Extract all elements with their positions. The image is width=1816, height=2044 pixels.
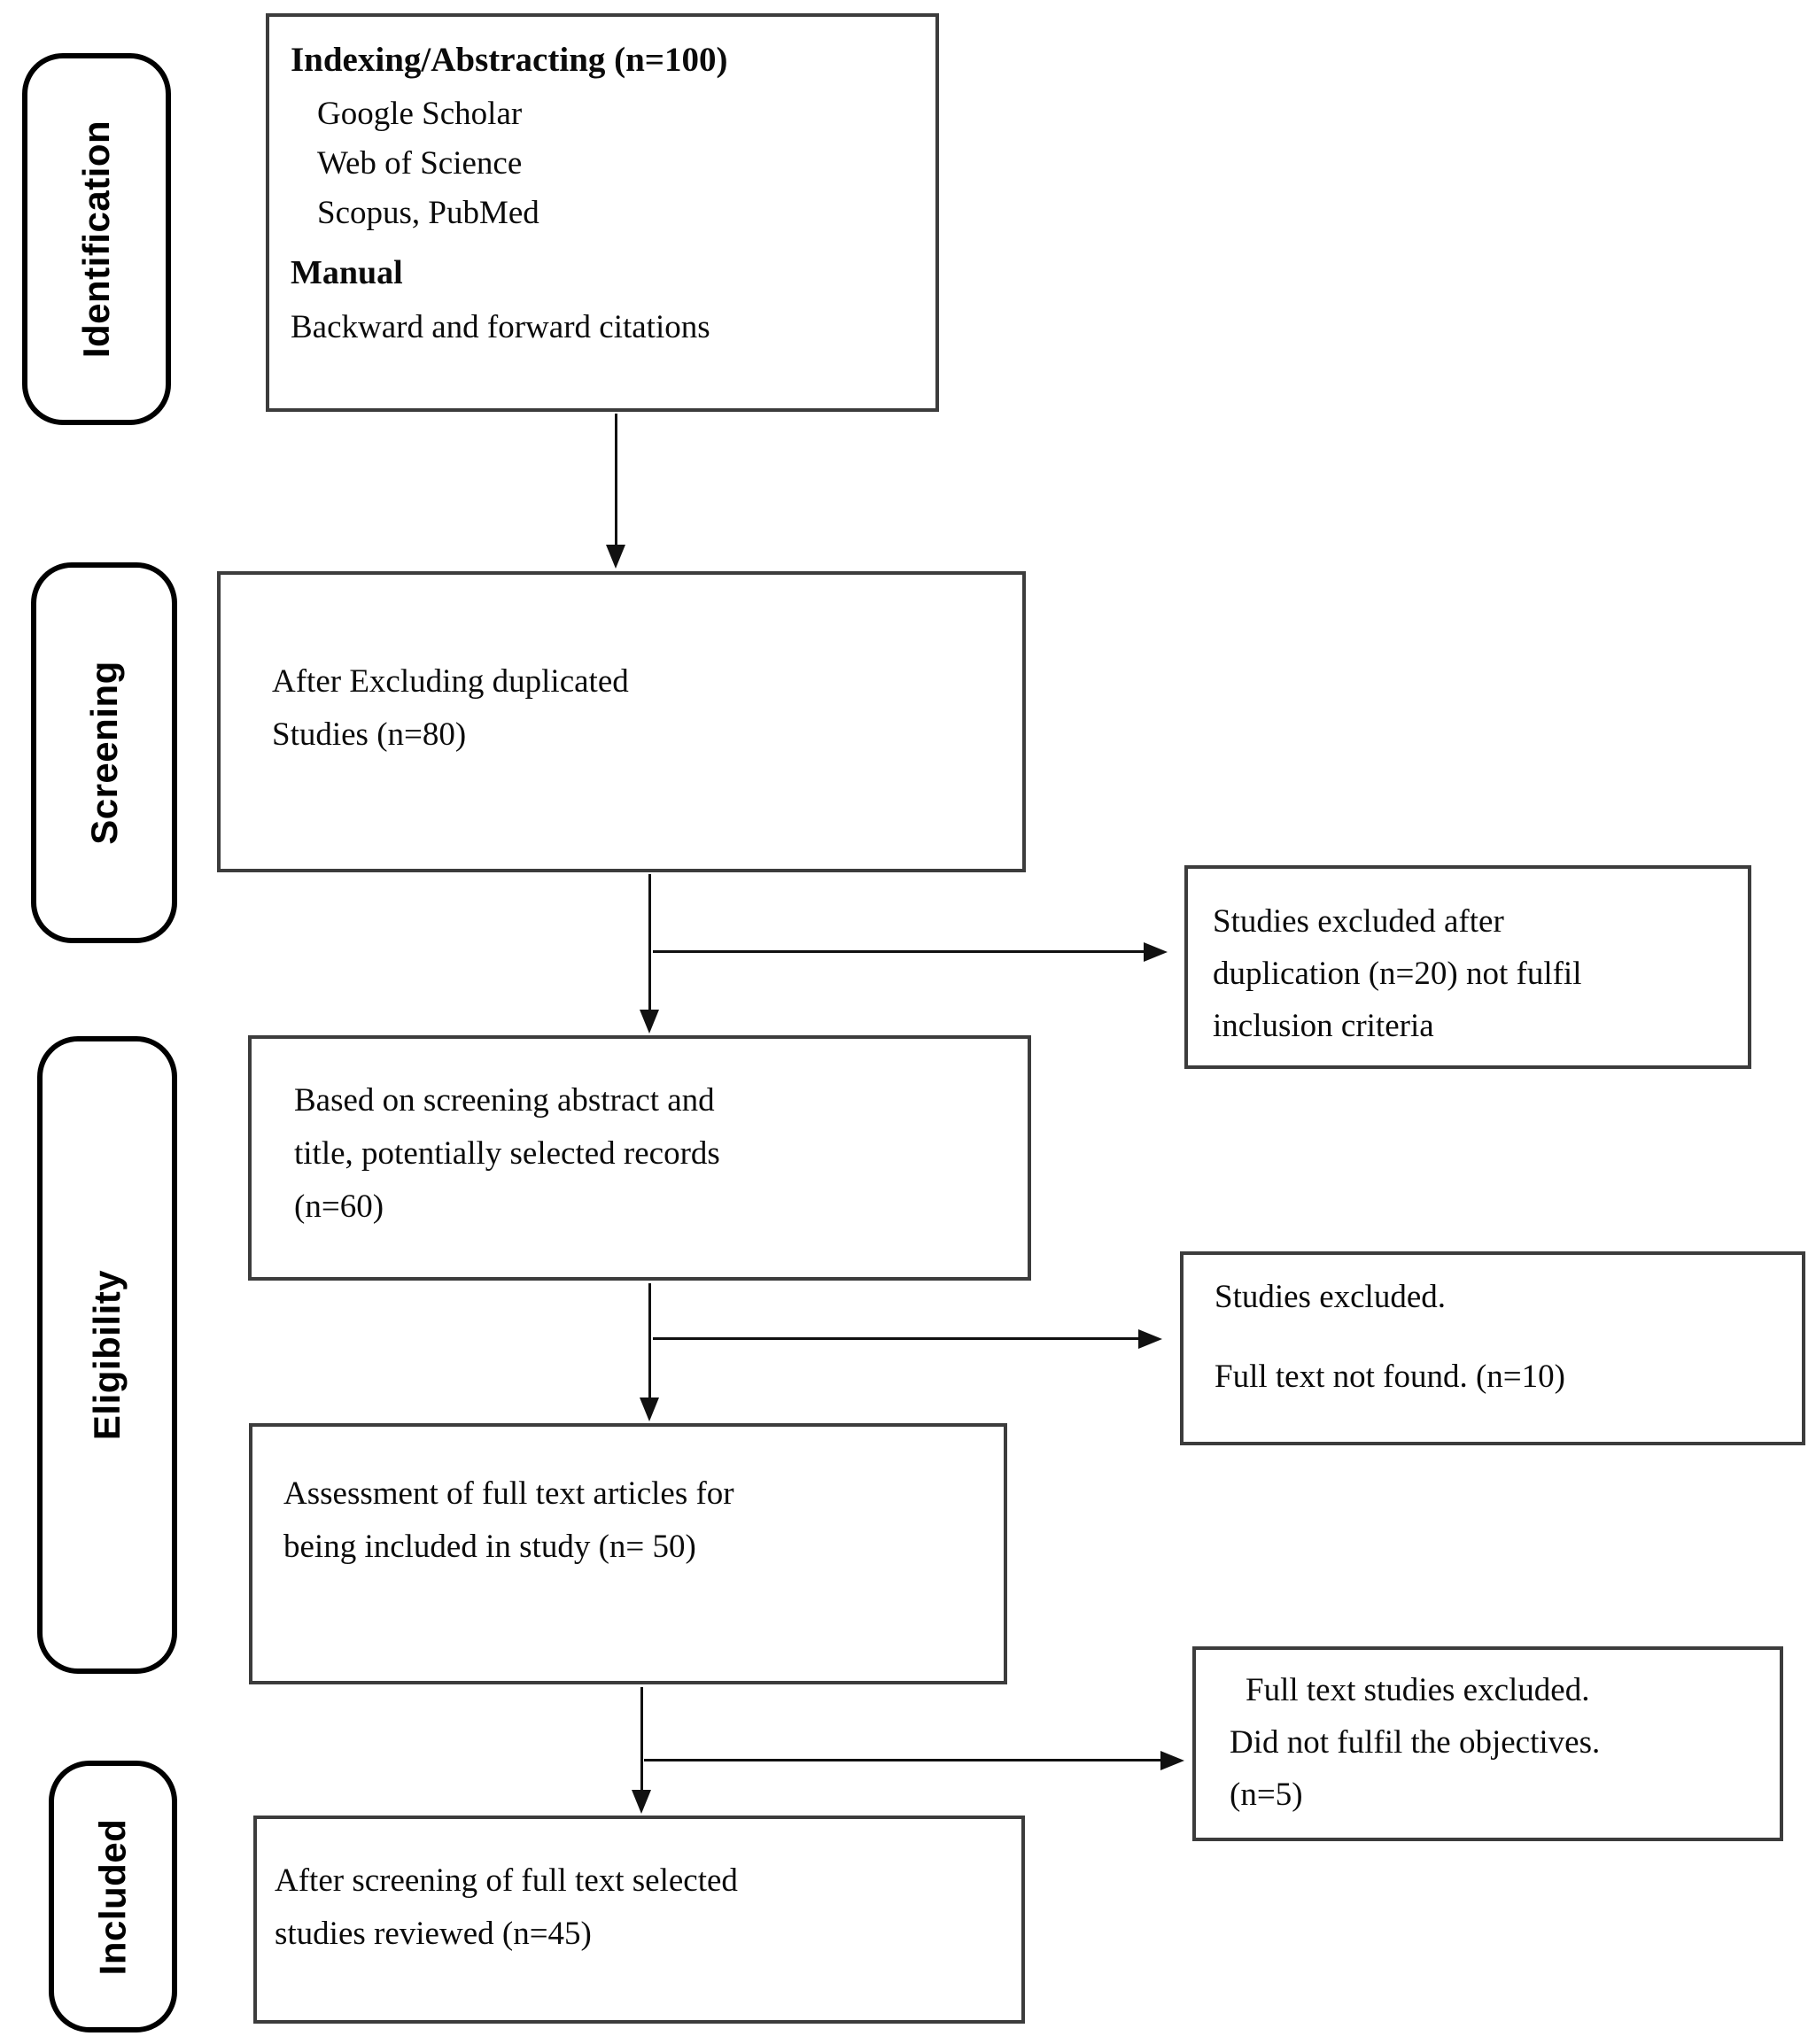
assessment-line: being included in study (n= 50) <box>283 1529 696 1565</box>
excluded-duplication-line: inclusion criteria <box>1213 1008 1434 1044</box>
included-studies-box: After screening of full text selected st… <box>253 1816 1025 2024</box>
arrowhead-down-icon <box>606 545 625 569</box>
stage-label-identification-text: Identification <box>75 120 117 359</box>
stage-label-screening-text: Screening <box>82 661 125 845</box>
indexing-manual-desc: Backward and forward citations <box>291 309 710 345</box>
dedup-line: After Excluding duplicated <box>272 663 629 700</box>
stage-label-included-text: Included <box>91 1818 134 1975</box>
arrow-line <box>653 950 1145 953</box>
included-line: studies reviewed (n=45) <box>275 1916 592 1952</box>
included-line: After screening of full text selected <box>275 1862 738 1899</box>
excluded-duplication-line: Studies excluded after <box>1213 903 1504 940</box>
excluded-objectives-line: Did not fulfil the objectives. <box>1230 1724 1601 1761</box>
screened-line: (n=60) <box>294 1188 384 1225</box>
indexing-source-web-of-science: Web of Science <box>317 145 523 182</box>
stage-label-identification: Identification <box>22 53 171 425</box>
dedup-box: After Excluding duplicated Studies (n=80… <box>217 571 1026 872</box>
indexing-source-scopus-pubmed: Scopus, PubMed <box>317 195 539 231</box>
arrowhead-down-icon <box>640 1010 659 1034</box>
excluded-duplication-line: duplication (n=20) not fulfil <box>1213 956 1582 992</box>
excluded-fulltext-box: Studies excluded. Full text not found. (… <box>1180 1251 1805 1445</box>
excluded-duplication-box: Studies excluded after duplication (n=20… <box>1184 865 1751 1069</box>
screened-line: title, potentially selected records <box>294 1135 720 1172</box>
arrow-line <box>615 414 617 545</box>
arrowhead-down-icon <box>640 1398 659 1421</box>
screened-records-box: Based on screening abstract and title, p… <box>248 1035 1031 1281</box>
indexing-manual-label: Manual <box>291 254 403 291</box>
arrow-line <box>644 1759 1161 1761</box>
excluded-objectives-line: (n=5) <box>1230 1777 1303 1813</box>
excluded-fulltext-line2: Full text not found. (n=10) <box>1215 1359 1565 1395</box>
arrowhead-down-icon <box>632 1790 651 1814</box>
arrowhead-right-icon <box>1138 1329 1162 1349</box>
stage-label-included: Included <box>49 1761 177 2032</box>
arrowhead-right-icon <box>1160 1751 1184 1770</box>
excluded-objectives-line: Full text studies excluded. <box>1246 1672 1590 1708</box>
stage-label-eligibility-text: Eligibility <box>86 1269 128 1441</box>
excluded-fulltext-line1: Studies excluded. <box>1215 1279 1447 1315</box>
arrow-line <box>653 1337 1139 1340</box>
arrow-line <box>648 1283 651 1398</box>
assessment-box: Assessment of full text articles for bei… <box>249 1423 1007 1684</box>
arrow-line <box>648 874 651 1010</box>
indexing-title: Indexing/Abstracting (n=100) <box>291 41 728 79</box>
excluded-objectives-box: Full text studies excluded. Did not fulf… <box>1192 1646 1783 1841</box>
indexing-source-google-scholar: Google Scholar <box>317 96 523 132</box>
indexing-abstracting-box: Indexing/Abstracting (n=100) Google Scho… <box>266 13 939 412</box>
screened-line: Based on screening abstract and <box>294 1082 715 1119</box>
arrowhead-right-icon <box>1144 942 1168 962</box>
stage-label-eligibility: Eligibility <box>37 1036 177 1674</box>
stage-label-screening: Screening <box>31 562 177 943</box>
assessment-line: Assessment of full text articles for <box>283 1475 734 1512</box>
dedup-line: Studies (n=80) <box>272 716 467 753</box>
arrow-line <box>640 1687 643 1791</box>
